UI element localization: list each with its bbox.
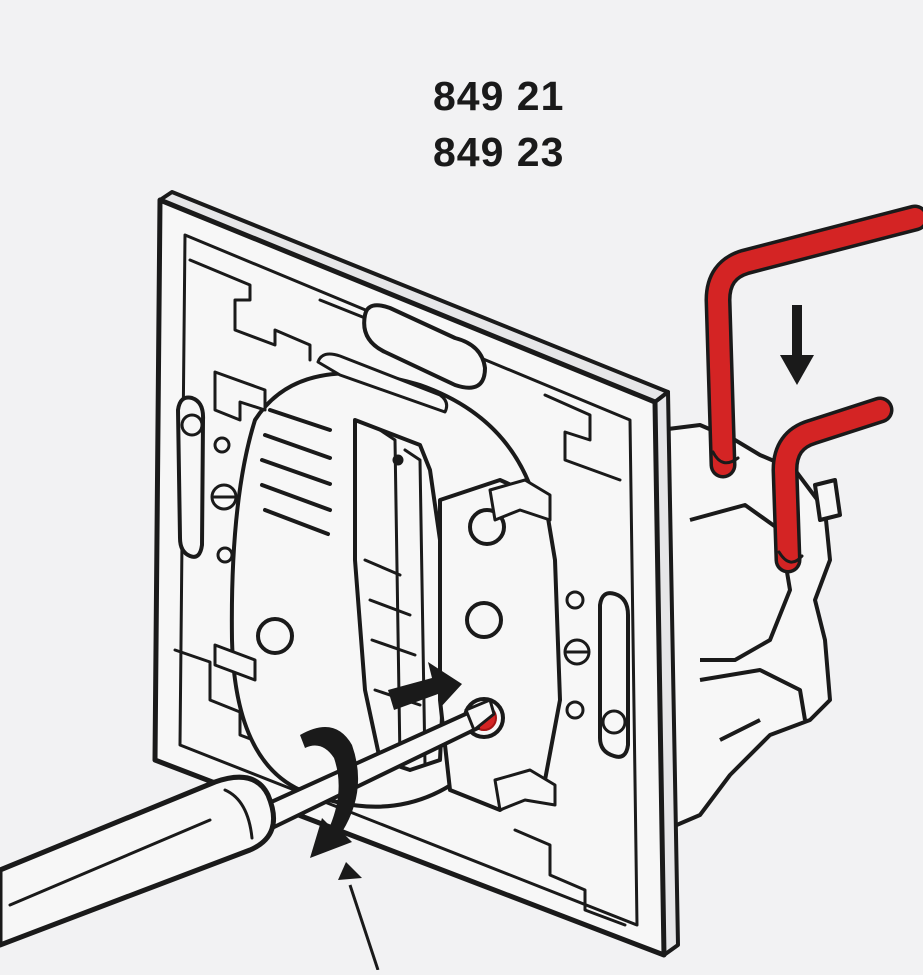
switch-mechanism bbox=[213, 352, 562, 812]
screwdriver-icon bbox=[0, 698, 496, 948]
red-wires bbox=[704, 204, 923, 574]
part-numbers: 849 21 849 23 bbox=[433, 68, 564, 180]
down-arrow-icon bbox=[780, 305, 814, 385]
rotate-arrow-icon bbox=[300, 727, 359, 858]
pointer-arrow-icon bbox=[338, 862, 380, 971]
push-arrow-icon bbox=[388, 662, 462, 710]
part-number-2: 849 23 bbox=[433, 129, 565, 175]
part-number-1: 849 21 bbox=[433, 73, 565, 119]
device-back-housing bbox=[658, 423, 842, 832]
